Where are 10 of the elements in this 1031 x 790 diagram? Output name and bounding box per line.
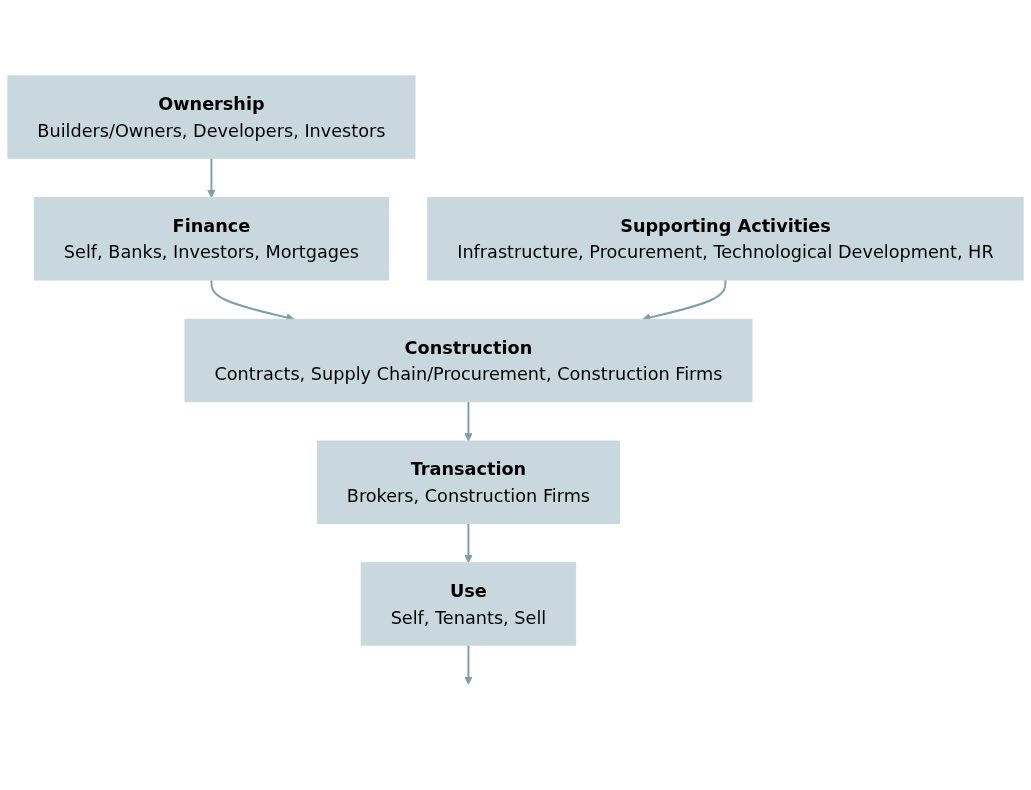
node-box: Ownership Builders/Owners, Developers, Investors — [7, 75, 416, 159]
node-box: Use Self, Tenants, Sell — [360, 562, 577, 646]
node-box: Supporting Activities Infrastructure, Procurement, Technological Development, HR — [427, 197, 1024, 281]
arrow — [207, 157, 216, 199]
arrow — [464, 522, 473, 564]
arrow — [464, 644, 473, 685]
node-box: Finance Self, Banks, Investors, Mortgages — [33, 197, 389, 281]
node-box: Transaction Brokers, Construction Firms — [316, 440, 620, 525]
node-box: Construction Contracts, Supply Chain/Procurement, Construction Firms — [184, 318, 753, 403]
arrow — [464, 400, 473, 442]
